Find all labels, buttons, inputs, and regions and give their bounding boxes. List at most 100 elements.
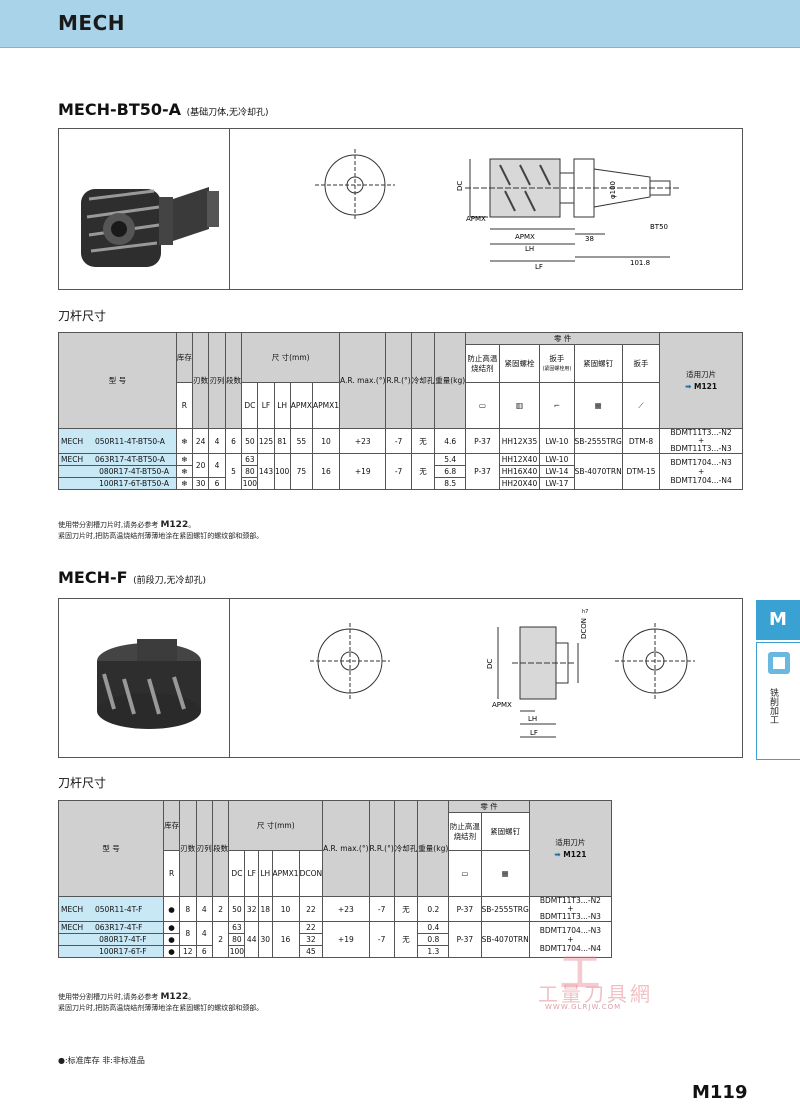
table-cell: P-37 bbox=[448, 921, 482, 958]
table-cell: P-37 bbox=[465, 453, 500, 490]
table-cell: 30 bbox=[257, 921, 273, 958]
table-cell: 重量(kg) bbox=[417, 800, 450, 897]
table-cell: LW-14 bbox=[539, 465, 575, 478]
table-cell: ❄ bbox=[175, 477, 193, 490]
table-cell: DCON bbox=[298, 850, 324, 897]
legend: ●:标准库存 非:非标准品 bbox=[58, 1056, 145, 1065]
table-cell: APMX1 bbox=[311, 382, 341, 429]
part-icon-screw: ▦ bbox=[573, 382, 623, 429]
table-cell: 100 bbox=[241, 477, 259, 490]
watermark-text: 工量刀具網 bbox=[538, 982, 653, 1006]
table-cell: SB-4070TRN bbox=[480, 921, 530, 958]
part-icon-bolt: ▥ bbox=[498, 382, 541, 429]
dim-apmx-f: APMX bbox=[492, 701, 512, 709]
drawing-bt50: DC APMX APMX LH LF φ100 38 BT50 101.8 bbox=[315, 149, 680, 271]
table-cell: -7 bbox=[368, 896, 395, 922]
page-header: MECH bbox=[0, 0, 800, 48]
table-cell: 18 bbox=[257, 896, 273, 922]
table-cell: 32 bbox=[244, 896, 259, 922]
table-cell: SB-2555TRG bbox=[573, 428, 623, 454]
table-cell: R bbox=[175, 382, 193, 429]
table-cell: LF bbox=[257, 382, 275, 429]
table-cell: 50 bbox=[228, 896, 246, 922]
table-cell: 4 bbox=[195, 921, 213, 946]
table-cell: 0.8 bbox=[417, 933, 450, 946]
table-cell: HH20X40 bbox=[498, 477, 541, 490]
table-cell: 16 bbox=[271, 921, 300, 958]
dim-1018: 101.8 bbox=[630, 259, 650, 267]
table-cell: 尺 寸(mm) bbox=[241, 332, 341, 383]
table-cell: R.R.(°) bbox=[385, 332, 412, 429]
part-icon-tube-f: ▭ bbox=[448, 850, 482, 897]
table-cell: 零 件 bbox=[448, 800, 530, 813]
table-cell: 适用刀片➡ M121 bbox=[528, 800, 613, 897]
part-icon-wrench: ⌐ bbox=[539, 382, 575, 429]
table-cell: 刃列 bbox=[195, 800, 213, 897]
table-cell: MECH 063R17-4T-F bbox=[57, 921, 165, 934]
table-cell: SB-2555TRG bbox=[480, 896, 530, 922]
table-cell: 80 bbox=[241, 465, 259, 478]
table-cell: 紧固螺栓 bbox=[498, 344, 541, 383]
table-cell: 45 bbox=[298, 945, 324, 958]
th-model: 型 号 bbox=[58, 332, 177, 429]
table-cell: 22 bbox=[298, 921, 324, 934]
dim-dc: DC bbox=[456, 181, 464, 191]
table-cell: 零 件 bbox=[465, 332, 661, 345]
table-cell: 5.4 bbox=[434, 453, 467, 466]
table-cell: 尺 寸(mm) bbox=[228, 800, 324, 851]
table-cell: DTM-15 bbox=[621, 453, 661, 490]
table-cell: 0.4 bbox=[417, 921, 450, 934]
table-cell: 防止高温烧结剂 bbox=[448, 812, 482, 851]
table-cell: HH12X40 bbox=[498, 453, 541, 466]
table-cell: +23 bbox=[322, 896, 370, 922]
table-cell: +19 bbox=[339, 453, 387, 490]
table-cell: P-37 bbox=[465, 428, 500, 454]
watermark-logo: 工 bbox=[560, 950, 600, 996]
table-cell: 0.2 bbox=[417, 896, 450, 922]
table-cell: 无 bbox=[410, 428, 436, 454]
table-cell: ● bbox=[163, 921, 181, 934]
table-cell: 紧固螺钉 bbox=[480, 812, 530, 851]
table-cell: 100R17-6T-BT50-A bbox=[58, 477, 177, 490]
table-cell: APMX bbox=[289, 382, 313, 429]
table-cell: 无 bbox=[393, 896, 419, 922]
dim-lf: LF bbox=[535, 263, 543, 271]
table-cell: -7 bbox=[368, 921, 395, 958]
table-cell: 30 bbox=[191, 477, 210, 490]
watermark-url: WWW.GLRJW.COM bbox=[545, 1003, 622, 1011]
table-cell: 24 bbox=[191, 428, 210, 454]
dim-lh-f: LH bbox=[528, 715, 537, 723]
table-cell: 81 bbox=[273, 428, 291, 454]
table-cell: 32 bbox=[298, 933, 324, 946]
side-tab-m[interactable]: M bbox=[756, 600, 800, 640]
table-cell: SB-4070TRN bbox=[573, 453, 623, 490]
table-cell: LW-10 bbox=[539, 453, 575, 466]
table-cell: LH bbox=[273, 382, 291, 429]
figure-f: DC DCON h7 APMX LH LF bbox=[58, 598, 743, 758]
table-cell: 100 bbox=[273, 453, 291, 490]
table-cell: 刃列 bbox=[208, 332, 226, 429]
dim-phi100: φ100 bbox=[609, 181, 617, 199]
table-cell: 75 bbox=[289, 453, 313, 490]
notes-f: 使用带分割槽刀片时,请务必参考 M122。紧固刀片时,把防高温烧结剂薄薄地涂在紧… bbox=[58, 992, 264, 1012]
table-cell: 5 bbox=[224, 453, 243, 490]
table-cell: DTM-8 bbox=[621, 428, 661, 454]
table-cell: 库存 bbox=[175, 332, 193, 383]
table-cell: 100R17-6T-F bbox=[57, 945, 165, 958]
table-cell: 16 bbox=[311, 453, 341, 490]
table-cell: 冷却孔 bbox=[393, 800, 419, 897]
section-title-f: MECH-F (前段刀,无冷却孔) bbox=[58, 568, 207, 587]
table-cell: 段数 bbox=[211, 800, 230, 897]
table-cell: -7 bbox=[385, 453, 412, 490]
table-cell: APMX1 bbox=[271, 850, 300, 897]
table-cell: 100 bbox=[228, 945, 246, 958]
table-cell: ❄ bbox=[175, 465, 193, 478]
table-cell: 55 bbox=[289, 428, 313, 454]
table-cell: 4 bbox=[208, 428, 226, 454]
table-cell: 2 bbox=[211, 896, 230, 922]
part-icon-driver: ⟋ bbox=[621, 382, 661, 429]
part-icon-tube: ▭ bbox=[465, 382, 500, 429]
table-cell: 125 bbox=[257, 428, 275, 454]
table-cell: LW-17 bbox=[539, 477, 575, 490]
table-cell: ● bbox=[163, 933, 181, 946]
